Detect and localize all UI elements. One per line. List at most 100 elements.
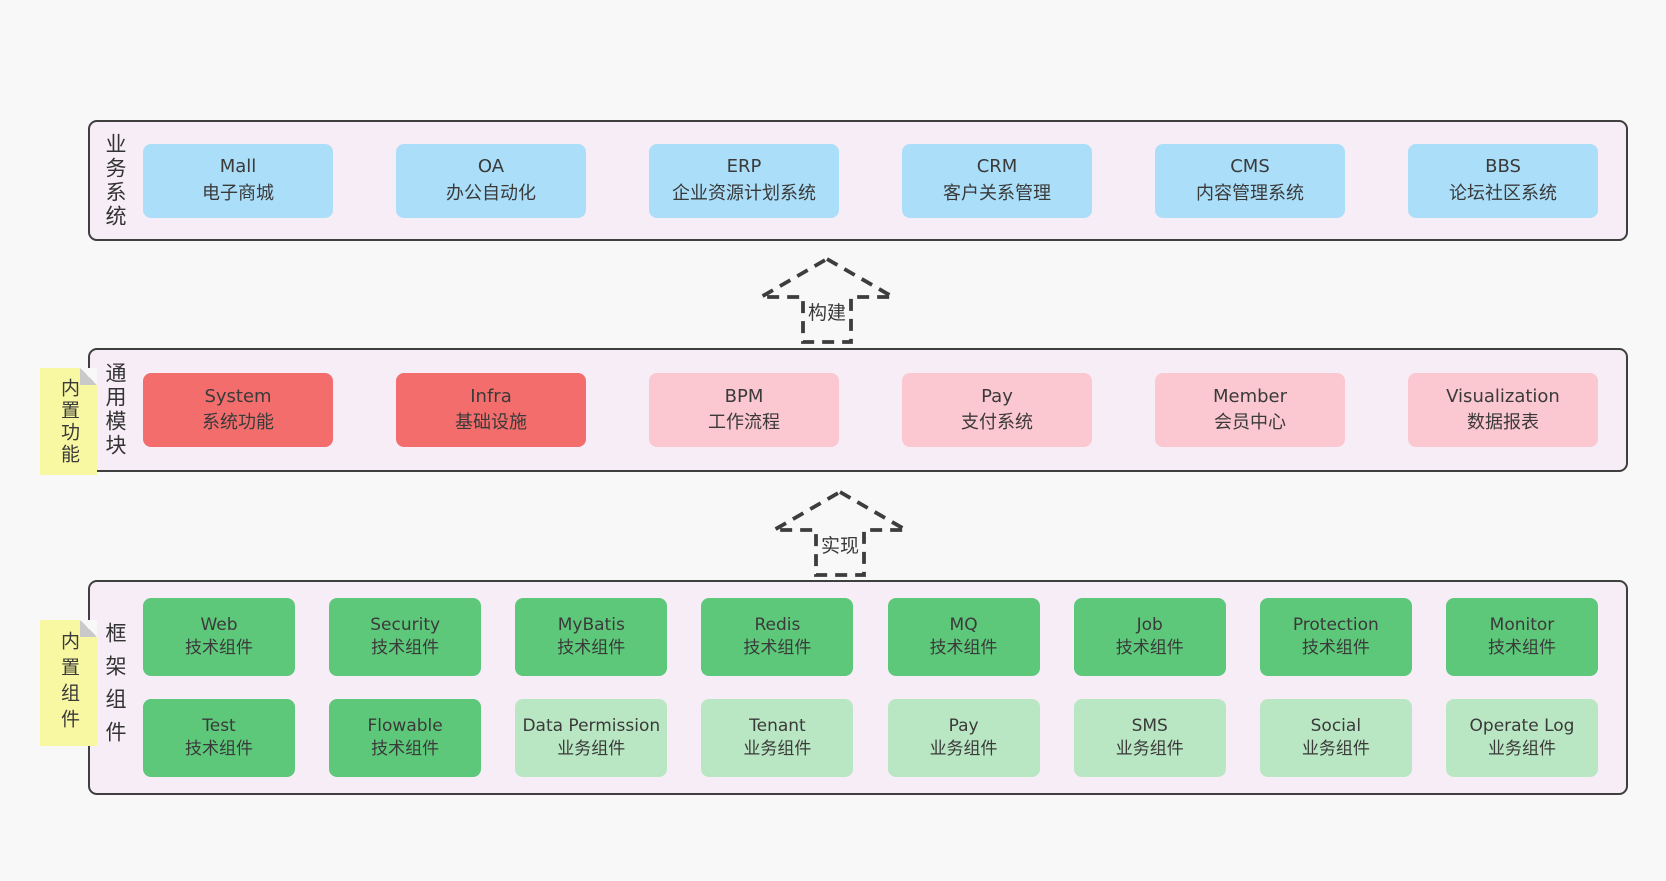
box-crm: CRM 客户关系管理 [902,143,1092,218]
note-fold-corner-icon [80,368,97,385]
box-flowable-name: Flowable [367,716,443,737]
box-protection: Protection 技术组件 [1259,598,1412,676]
box-bpm-sub: 工作流程 [708,412,780,433]
box-pay-biz-name: Pay [948,716,979,737]
box-erp-name: ERP [726,156,762,178]
box-tenant: Tenant 业务组件 [701,699,854,777]
box-web-name: Web [200,615,238,636]
box-operate-log-name: Operate Log [1469,716,1575,737]
box-data-permission-name: Data Permission [522,716,661,737]
framework-components-layer: 框架组件 Web 技术组件 Security 技术组件 MyBatis 技术组件… [88,580,1628,795]
box-protection-name: Protection [1292,615,1379,636]
implement-arrow-label: 实现 [817,534,863,559]
box-operate-log: Operate Log 业务组件 [1445,699,1598,777]
box-redis-sub: 技术组件 [743,638,812,658]
framework-row-2: Test 技术组件 Flowable 技术组件 Data Permission … [143,699,1598,777]
sticky-note-built-in-components: 内置组件 [40,620,97,746]
box-mall-sub: 电子商城 [202,182,274,204]
box-protection-sub: 技术组件 [1301,638,1370,658]
box-system-name: System [204,385,272,407]
box-test-name: Test [202,716,236,737]
box-flowable: Flowable 技术组件 [329,699,482,777]
box-bbs-name: BBS [1485,156,1521,178]
box-erp: ERP 企业资源计划系统 [649,143,839,218]
box-bpm: BPM 工作流程 [649,373,839,447]
box-web: Web 技术组件 [143,598,295,676]
box-flowable-sub: 技术组件 [371,739,440,759]
sticky-note-built-in-features-label: 内置功能 [58,377,80,466]
modules-boxes-row: System 系统功能 Infra 基础设施 BPM 工作流程 Pay 支付系统… [125,350,1626,470]
box-mq-sub: 技术组件 [929,638,998,658]
box-job: Job 技术组件 [1073,598,1226,676]
box-visualization-name: Visualization [1446,385,1560,407]
box-mybatis: MyBatis 技术组件 [515,598,668,676]
box-job-name: Job [1136,615,1163,636]
box-erp-sub: 企业资源计划系统 [672,182,816,204]
box-member-sub: 会员中心 [1214,412,1286,433]
box-system: System 系统功能 [143,373,333,447]
framework-row-1: Web 技术组件 Security 技术组件 MyBatis 技术组件 Redi… [143,598,1598,676]
box-visualization: Visualization 数据报表 [1408,373,1598,447]
box-mybatis-sub: 技术组件 [557,638,626,658]
box-data-permission-sub: 业务组件 [557,739,626,759]
box-security-name: Security [370,615,441,636]
box-oa-name: OA [477,156,505,178]
box-pay-biz-sub: 业务组件 [929,739,998,759]
box-crm-sub: 客户关系管理 [943,182,1051,204]
box-pay-name: Pay [981,385,1013,407]
box-cms-sub: 内容管理系统 [1196,182,1304,204]
box-sms-sub: 业务组件 [1115,739,1184,759]
box-mall: Mall 电子商城 [143,143,333,218]
box-test-sub: 技术组件 [185,739,253,759]
box-web-sub: 技术组件 [185,638,253,658]
up-arrow-dashed-icon [770,489,910,577]
box-job-sub: 技术组件 [1115,638,1184,658]
box-crm-name: CRM [976,156,1018,178]
box-tenant-name: Tenant [749,716,806,737]
note-fold-corner-icon [80,620,97,637]
box-redis-name: Redis [754,615,801,636]
box-bpm-name: BPM [724,385,764,407]
box-bbs-sub: 论坛社区系统 [1449,182,1557,204]
box-social-name: Social [1310,716,1362,737]
box-sms-name: SMS [1131,716,1168,737]
sticky-note-built-in-components-label: 内置组件 [58,631,80,735]
box-mybatis-name: MyBatis [557,615,625,636]
layer-label-modules: 通用模块 [103,362,127,458]
layer-label-framework: 框架组件 [103,621,127,754]
box-monitor: Monitor 技术组件 [1445,598,1598,676]
box-mq: MQ 技术组件 [887,598,1040,676]
box-security: Security 技术组件 [329,598,482,676]
box-sms: SMS 业务组件 [1073,699,1226,777]
box-data-permission: Data Permission 业务组件 [515,699,668,777]
common-modules-layer: 通用模块 System 系统功能 Infra 基础设施 BPM 工作流程 Pay… [88,348,1628,472]
implement-arrow: 实现 [770,487,910,579]
framework-boxes-grid: Web 技术组件 Security 技术组件 MyBatis 技术组件 Redi… [125,582,1626,793]
box-mq-name: MQ [949,615,978,636]
box-member-name: Member [1212,385,1288,407]
box-social-sub: 业务组件 [1301,739,1370,759]
box-monitor-sub: 技术组件 [1487,638,1556,658]
box-social: Social 业务组件 [1259,699,1412,777]
box-operate-log-sub: 业务组件 [1487,739,1556,759]
box-infra: Infra 基础设施 [396,373,586,447]
box-system-sub: 系统功能 [202,412,274,433]
sticky-note-built-in-features: 内置功能 [40,368,97,475]
business-boxes-row: Mall 电子商城 OA 办公自动化 ERP 企业资源计划系统 CRM 客户关系… [125,122,1626,239]
layer-label-business: 业务系统 [103,132,127,229]
box-cms: CMS 内容管理系统 [1155,143,1345,218]
box-cms-name: CMS [1230,156,1270,178]
box-oa: OA 办公自动化 [396,143,586,218]
box-pay-biz: Pay 业务组件 [887,699,1040,777]
box-visualization-sub: 数据报表 [1467,412,1539,433]
box-tenant-sub: 业务组件 [743,739,812,759]
box-bbs: BBS 论坛社区系统 [1408,143,1598,218]
box-infra-sub: 基础设施 [455,412,527,433]
box-oa-sub: 办公自动化 [446,182,536,204]
box-member: Member 会员中心 [1155,373,1345,447]
box-pay: Pay 支付系统 [902,373,1092,447]
box-test: Test 技术组件 [143,699,295,777]
box-mall-name: Mall [219,156,257,178]
business-systems-layer: 业务系统 Mall 电子商城 OA 办公自动化 ERP 企业资源计划系统 CRM… [88,120,1628,241]
build-arrow: 构建 [757,254,897,346]
